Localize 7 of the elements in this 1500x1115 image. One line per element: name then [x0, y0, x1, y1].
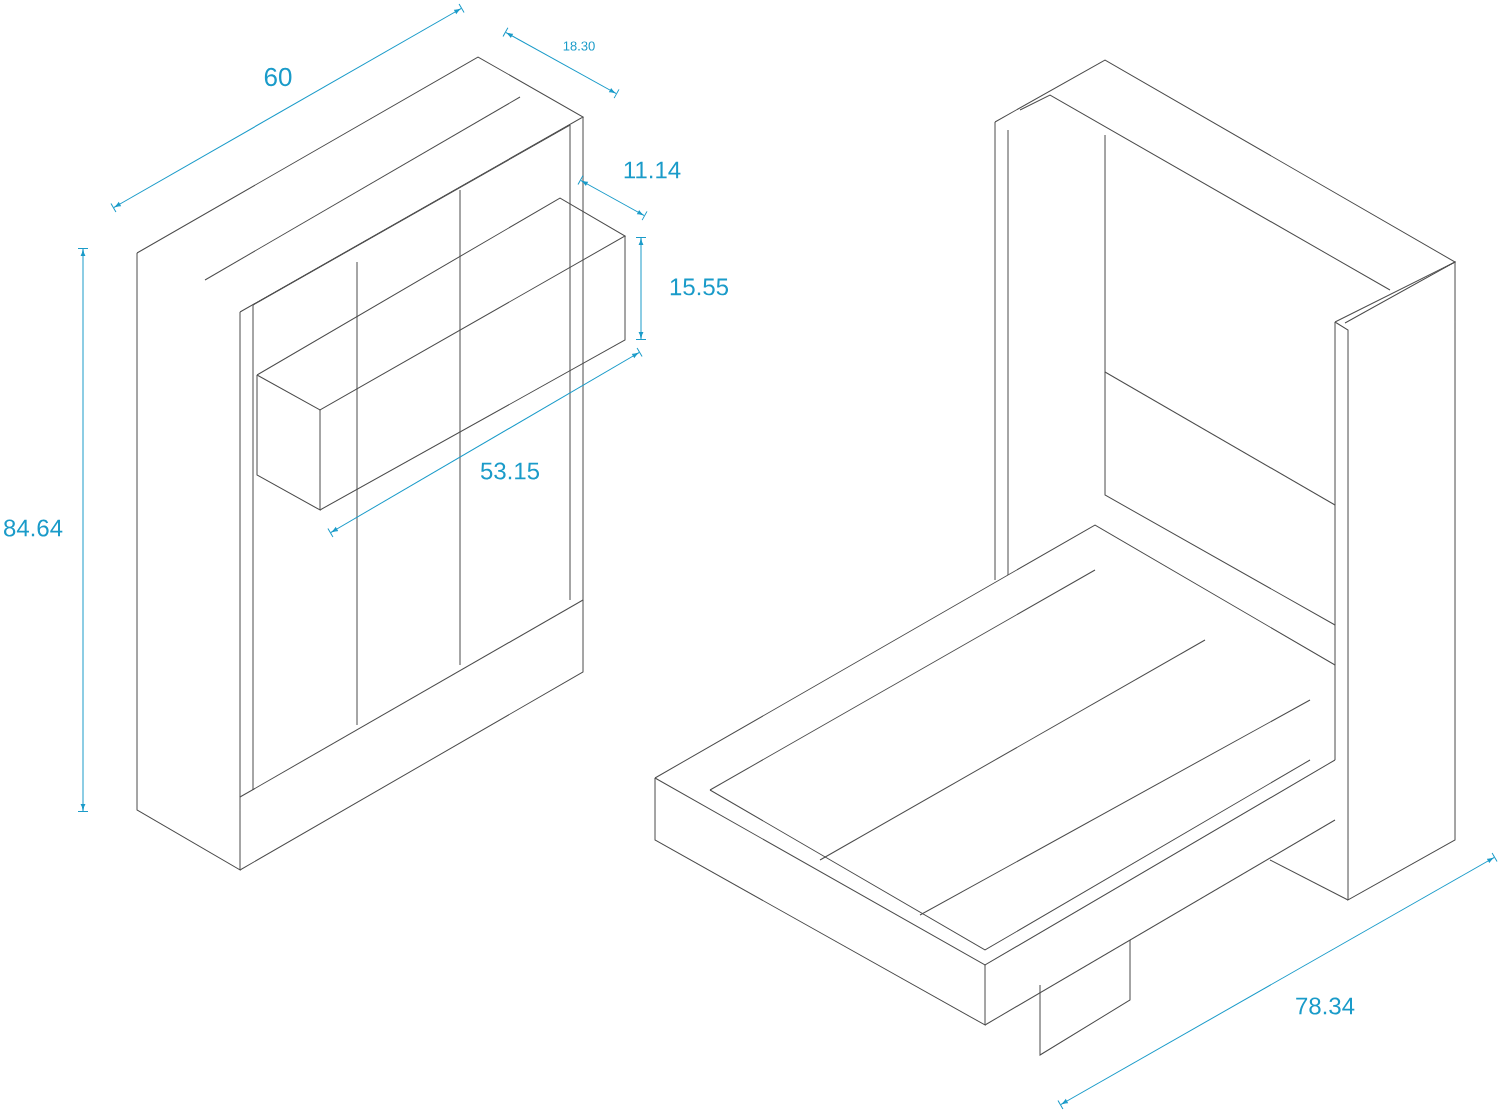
dimension-label: 11.14 — [621, 160, 683, 180]
dimension-label: 78.34 — [1294, 996, 1357, 1016]
dimension-label: 15.55 — [668, 277, 731, 297]
dimension-label: 84.64 — [2, 518, 65, 538]
dimension-label: 60 — [262, 66, 294, 88]
dimension-label: 53.15 — [479, 461, 542, 481]
dimension-label: 18.30 — [561, 40, 597, 52]
